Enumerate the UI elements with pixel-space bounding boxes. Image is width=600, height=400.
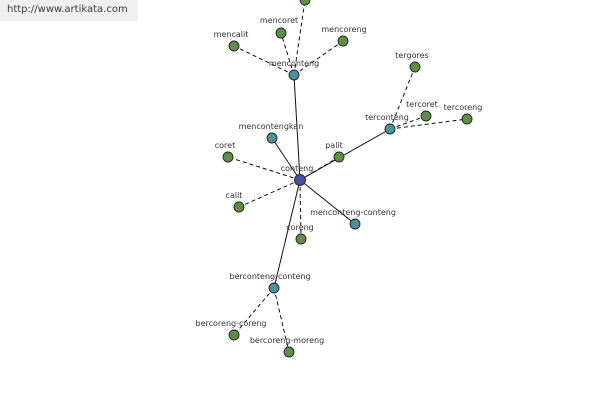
graph-node-bercoreng-moreng[interactable]: bercoreng-moreng (250, 336, 324, 358)
node-marker-berconteng-conteng[interactable] (268, 282, 280, 294)
node-marker-tercoreng[interactable] (461, 113, 473, 125)
node-marker-bercoreng-moreng[interactable] (283, 346, 295, 358)
graph-node-coret[interactable]: coret (215, 141, 235, 163)
node-marker-bercoreng-coreng[interactable] (228, 329, 240, 341)
node-label-menconteng-conteng: menconteng-conteng (310, 208, 396, 217)
graph-node-menconteng-conteng[interactable]: menconteng-conteng (310, 208, 396, 230)
node-marker-menconteng[interactable] (288, 69, 300, 81)
node-marker-conteng[interactable] (294, 174, 306, 186)
graph-node-menconteng[interactable]: menconteng (269, 59, 319, 81)
node-label-palit: palit (325, 141, 343, 150)
edge-berconteng-conteng-to-bercoreng-moreng (273, 287, 290, 353)
edge-conteng-to-calit (238, 179, 301, 208)
graph-node-conteng[interactable]: conteng (281, 164, 314, 186)
node-marker-tercoret[interactable] (420, 110, 432, 122)
edge-conteng-to-berconteng-conteng (273, 179, 301, 289)
node-marker-menconteng-conteng[interactable] (349, 218, 361, 230)
node-label-mencoret: mencoret (260, 16, 298, 25)
node-label-calit: calit (226, 191, 243, 200)
node-marker-palit[interactable] (333, 151, 345, 163)
graph-node-palit[interactable]: palit (325, 141, 345, 163)
node-marker-mencoreng[interactable] (337, 35, 349, 47)
edge-conteng-to-mencontengkan (271, 137, 301, 181)
watermark-text: http://www.artikata.com (7, 4, 128, 15)
node-marker-calit[interactable] (233, 201, 245, 213)
graph-node-mencontengkan[interactable]: mencontengkan (239, 122, 304, 144)
edge-conteng-to-menconteng (293, 74, 301, 181)
node-label-berconteng-conteng: berconteng-conteng (229, 272, 310, 281)
edge-berconteng-conteng-to-bercoreng-coreng (233, 287, 275, 336)
node-label-tergores: tergores (395, 51, 428, 60)
edge-conteng-to-coret (227, 156, 301, 181)
node-label-mencoreng: mencoreng (321, 25, 366, 34)
node-label-bercoreng-moreng: bercoreng-moreng (250, 336, 324, 345)
node-label-terconteng: terconteng (365, 113, 409, 122)
node-marker-mencalit[interactable] (228, 40, 240, 52)
graph-node-mencoreng[interactable]: mencoreng (321, 25, 367, 47)
graph-node-calit[interactable]: calit (226, 191, 245, 213)
edge-conteng-to-palit (299, 156, 340, 181)
graph-node-terconteng[interactable]: terconteng (365, 113, 409, 135)
node-label-tercoret: tercoret (406, 100, 438, 109)
graph-node-tergores[interactable]: tergores (395, 51, 429, 73)
watermark-banner: http://www.artikata.com (0, 0, 138, 21)
node-label-conteng: conteng (281, 164, 314, 173)
graph-edges (227, 0, 468, 353)
node-marker-coret[interactable] (222, 151, 234, 163)
node-marker-terconteng[interactable] (384, 123, 396, 135)
node-marker-tergores[interactable] (409, 61, 421, 73)
edge-menconteng-to-unlabeled-top (293, 0, 306, 76)
edge-menconteng-to-mencoreng (293, 40, 344, 76)
node-marker-mencoret[interactable] (275, 27, 287, 39)
graph-node-mencalit[interactable]: mencalit (214, 30, 249, 52)
graph-node-mencoret[interactable]: mencoret (260, 16, 298, 39)
node-label-tercoreng: tercoreng (444, 103, 483, 112)
node-label-coret: coret (215, 141, 235, 150)
graph-node-tercoreng[interactable]: tercoreng (444, 103, 483, 125)
graph-node-bercoreng-coreng[interactable]: bercoreng-coreng (196, 319, 267, 341)
graph-node-tercoret[interactable]: tercoret (406, 100, 438, 122)
graph-node-unlabeled-top[interactable] (299, 0, 311, 6)
node-label-menconteng: menconteng (269, 59, 319, 68)
edge-menconteng-to-mencoret (280, 32, 295, 76)
graph-node-coreng[interactable]: coreng (286, 223, 314, 245)
edge-terconteng-to-tercoret (389, 115, 427, 130)
graph-node-berconteng-conteng[interactable]: berconteng-conteng (229, 272, 311, 294)
edge-conteng-to-menconteng-conteng (299, 179, 356, 225)
node-marker-mencontengkan[interactable] (266, 132, 278, 144)
node-label-mencontengkan: mencontengkan (239, 122, 304, 131)
node-label-mencalit: mencalit (214, 30, 249, 39)
node-marker-unlabeled-top[interactable] (299, 0, 311, 6)
node-marker-coreng[interactable] (295, 233, 307, 245)
edge-conteng-to-coreng (299, 179, 302, 240)
graph-nodes: conteng menconteng mencalit mencoret mencore… (196, 0, 483, 358)
node-label-coreng: coreng (286, 223, 313, 232)
edge-terconteng-to-tercoreng (389, 118, 468, 130)
node-label-bercoreng-coreng: bercoreng-coreng (196, 319, 267, 328)
